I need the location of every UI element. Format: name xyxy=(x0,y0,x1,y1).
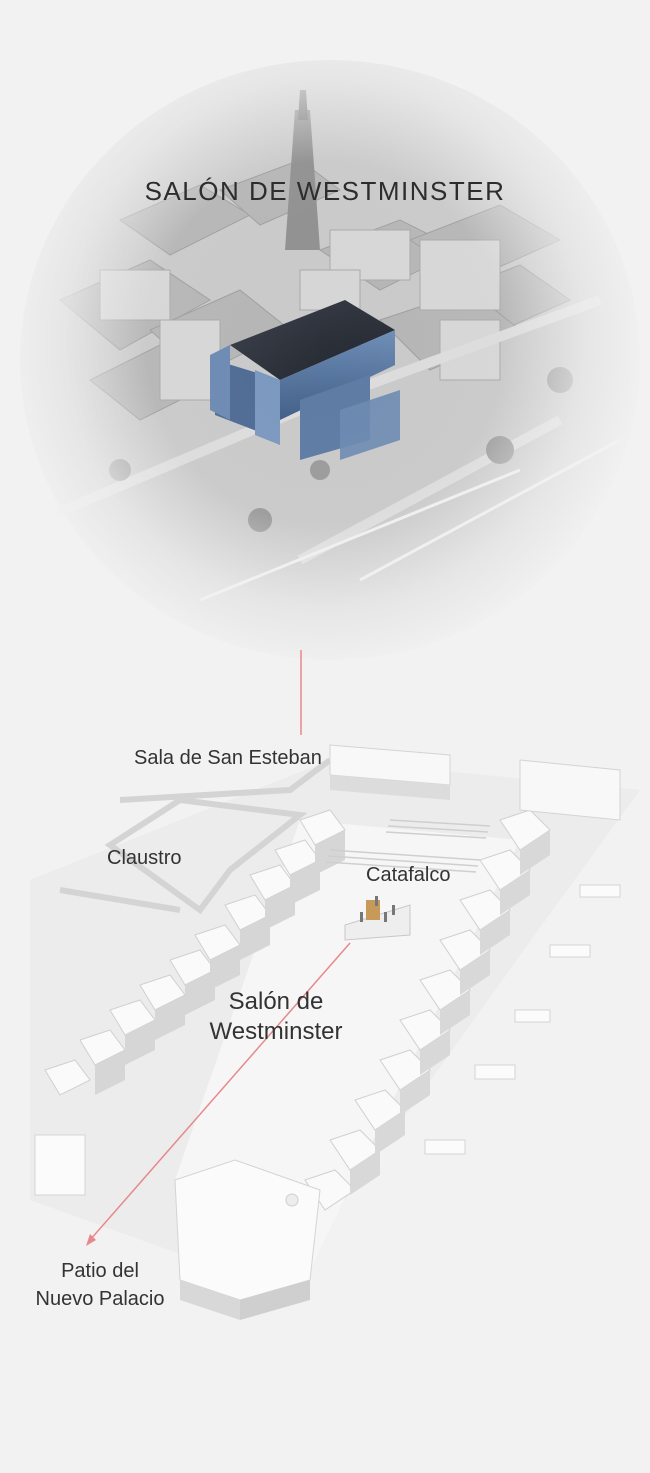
page-title: SALÓN DE WESTMINSTER xyxy=(144,176,506,206)
label-salon-line1: Salón de xyxy=(228,988,324,1015)
label-patio-line2: Nuevo Palacio xyxy=(35,1288,165,1310)
label-patio-nuevo-palacio: Patio del Nuevo Palacio xyxy=(20,1257,180,1313)
floor-plan xyxy=(30,744,640,1320)
label-salon-westminster: Salón de Westminster xyxy=(196,987,356,1047)
pointer-arrow-line xyxy=(89,942,351,1241)
aerial-view xyxy=(0,0,650,660)
label-catafalco: Catafalco xyxy=(366,864,451,886)
label-sala-san-esteban: Sala de San Esteban xyxy=(134,747,322,769)
label-patio-line1: Patio del xyxy=(61,1260,139,1282)
label-salon-line2: Westminster xyxy=(209,1018,343,1045)
pointer-arrowhead xyxy=(86,1234,96,1246)
catafalco-marker xyxy=(344,896,411,941)
label-claustro: Claustro xyxy=(107,847,182,869)
